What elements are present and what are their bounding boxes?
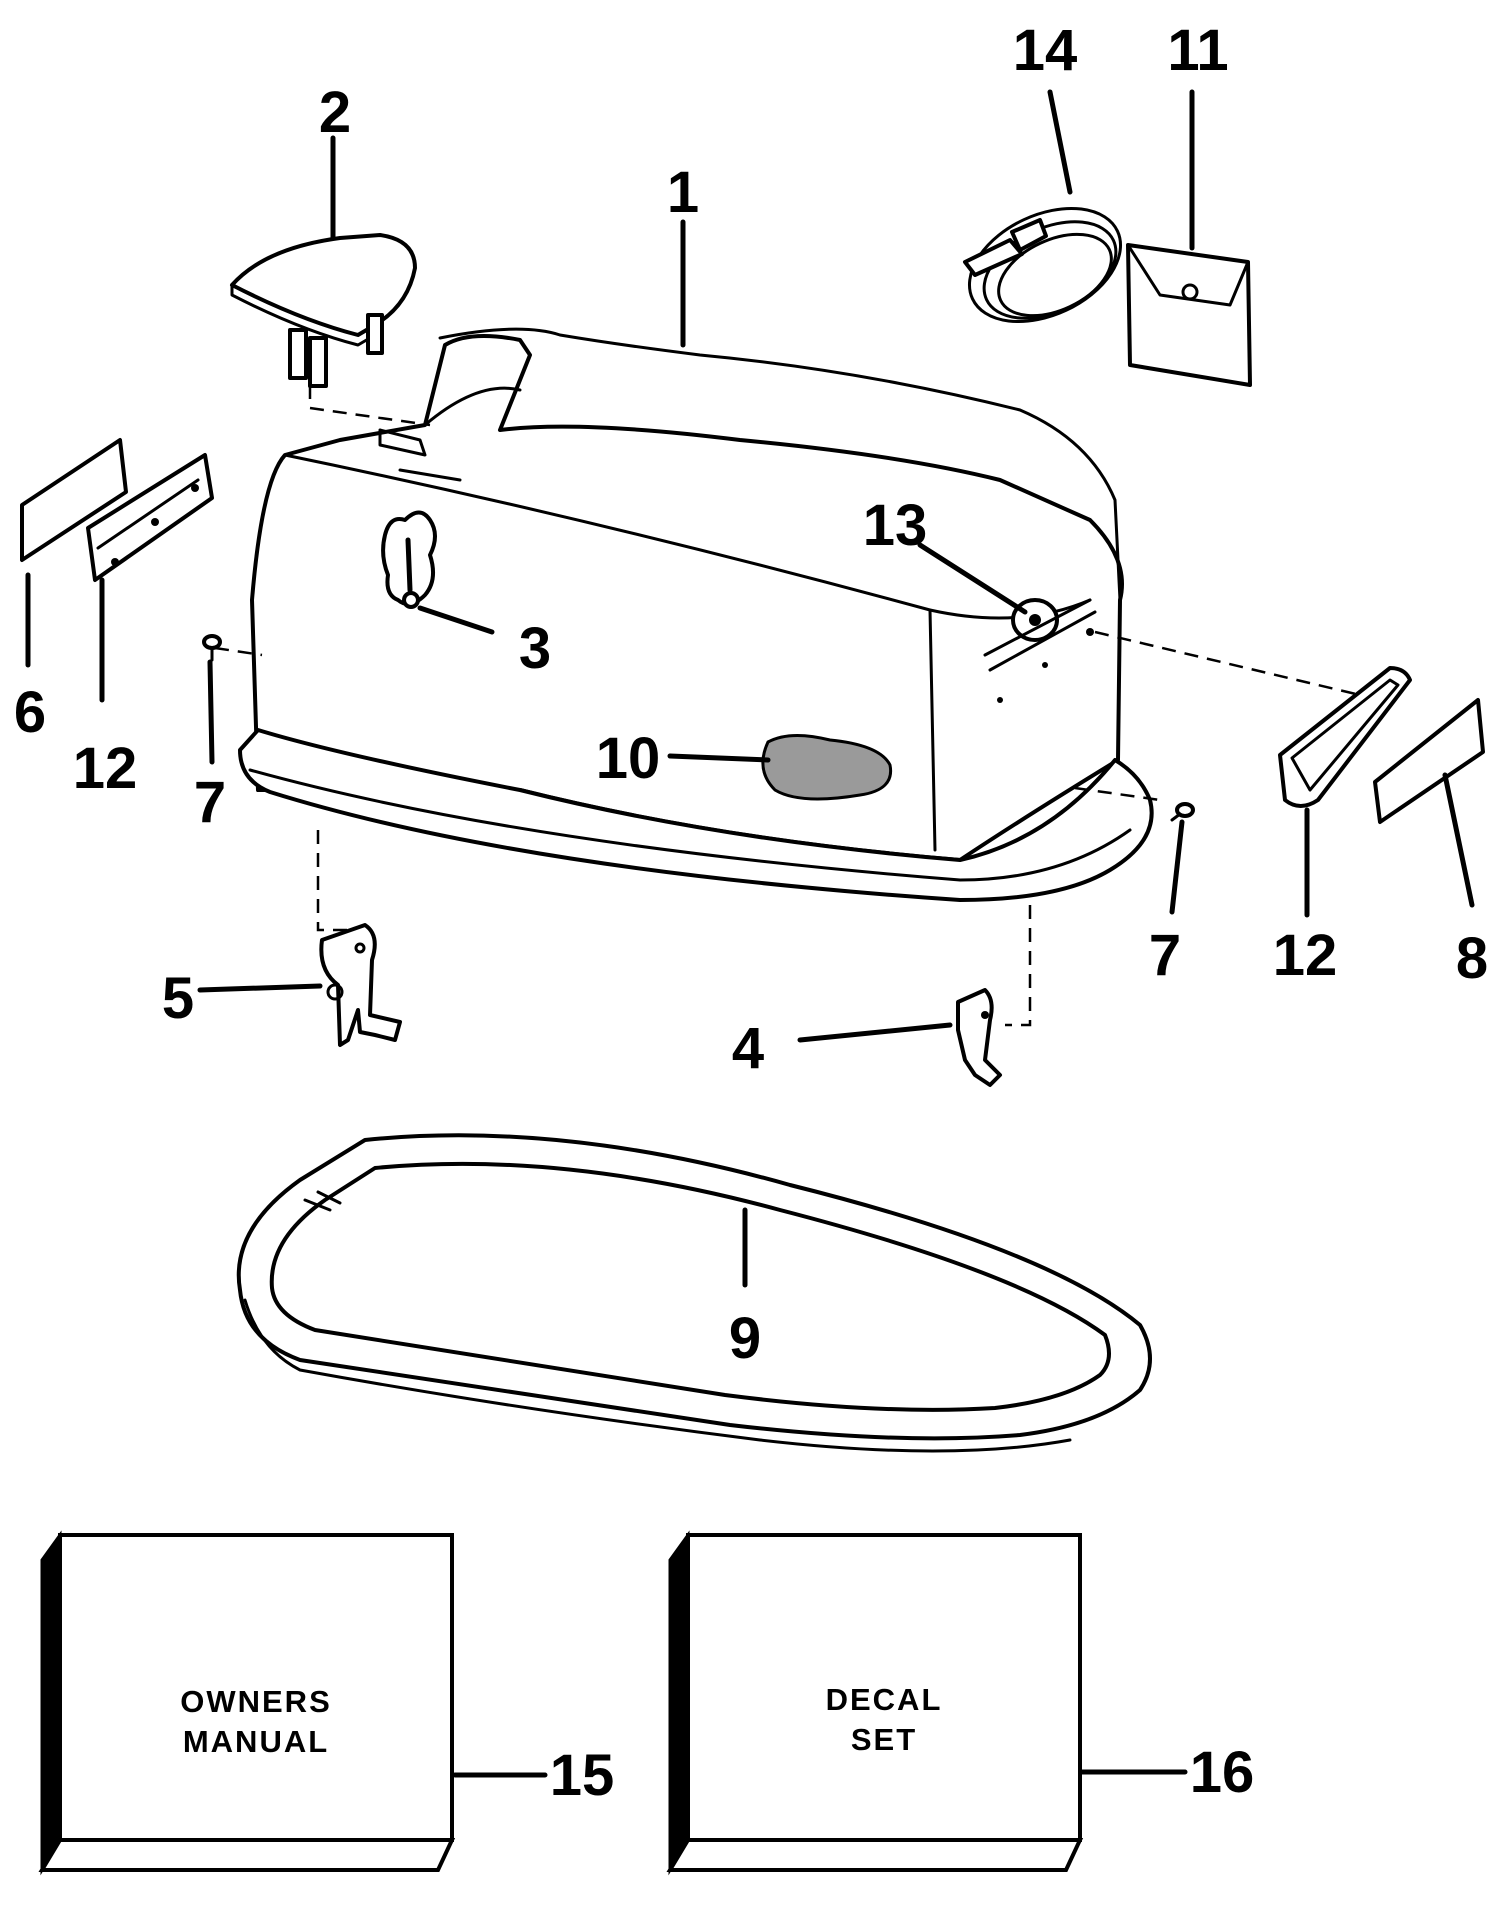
callout-4: 4 <box>732 1016 764 1081</box>
callout-5: 5 <box>162 966 194 1031</box>
callout-8: 8 <box>1456 926 1488 991</box>
part-plate-left <box>86 453 214 582</box>
part-access-cover <box>230 233 417 388</box>
callout-numbers: 1 2 3 4 5 6 7 7 8 9 10 11 12 12 13 14 15… <box>14 18 1488 1808</box>
owners-manual-line1: OWNERS <box>180 1684 332 1719</box>
owners-manual-line2: MANUAL <box>183 1724 329 1759</box>
part-decal-set: DECAL SET <box>666 1530 1084 1876</box>
callout-3: 3 <box>519 616 551 681</box>
decal-set-line1: DECAL <box>826 1682 943 1717</box>
part-screw-left <box>202 634 222 662</box>
part-screw-right <box>1170 802 1195 822</box>
callout-7-right: 7 <box>1149 923 1181 988</box>
part-decal-left <box>20 438 128 562</box>
part-gasket-right <box>1278 666 1412 808</box>
callout-16: 16 <box>1190 1740 1255 1805</box>
part-bracket-left <box>319 923 402 1047</box>
callout-7-left: 7 <box>194 770 226 835</box>
leader-lines <box>25 89 1475 1778</box>
part-decal-right <box>1373 698 1485 824</box>
part-pouch <box>1126 243 1252 387</box>
part-seal-ring <box>236 1133 1152 1453</box>
decal-set-line2: SET <box>851 1722 917 1757</box>
part-owners-manual: OWNERS MANUAL <box>38 1530 456 1876</box>
callout-11: 11 <box>1167 18 1228 83</box>
callout-14: 14 <box>1013 18 1078 83</box>
callout-10: 10 <box>596 726 661 791</box>
guide-lines <box>214 385 1361 1027</box>
part-safety-lanyard <box>963 206 1123 324</box>
callout-2: 2 <box>319 80 351 145</box>
callout-12-right: 12 <box>1273 923 1338 988</box>
part-motor-cover <box>238 327 1154 902</box>
callout-13: 13 <box>863 493 928 558</box>
part-bracket-right <box>956 988 1002 1087</box>
callout-9: 9 <box>729 1306 761 1371</box>
callout-15: 15 <box>550 1743 615 1808</box>
callout-1: 1 <box>667 160 699 225</box>
callout-6: 6 <box>14 680 46 745</box>
callout-12-left: 12 <box>73 736 138 801</box>
